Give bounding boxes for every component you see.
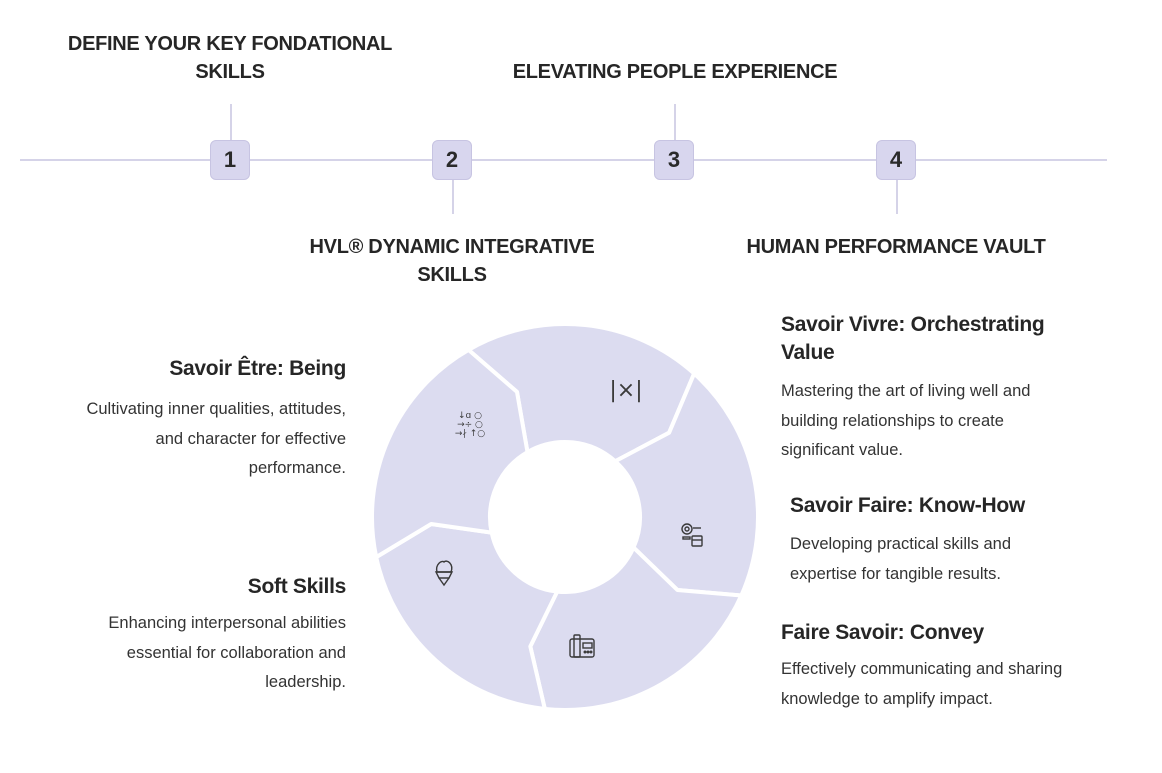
savoir-faire-desc-line2: expertise for tangible results. bbox=[790, 564, 1001, 583]
step-1-connector bbox=[230, 104, 232, 140]
cycle-segment bbox=[374, 522, 560, 711]
soft-skills-block: Soft Skills Enhancing interpersonal abil… bbox=[30, 573, 346, 698]
savoir-etre-desc-line2: and character for effective bbox=[155, 429, 346, 448]
step-4-title: HUMAN PERFORMANCE VAULT bbox=[686, 233, 1106, 261]
step-3-badge: 3 bbox=[654, 140, 694, 180]
cycle-segment bbox=[613, 371, 760, 598]
step-4-connector bbox=[896, 180, 898, 214]
ice-cream-icon bbox=[434, 560, 454, 587]
step-4-badge: 4 bbox=[876, 140, 916, 180]
savoir-faire-title: Savoir Faire: Know-How bbox=[790, 494, 1025, 517]
fraction-icon: |×| bbox=[609, 378, 642, 403]
savoir-vivre-title: Savoir Vivre: Orchestrating Value bbox=[781, 311, 1141, 367]
savoir-faire-desc-line1: Developing practical skills and bbox=[790, 535, 1012, 553]
soft-skills-title: Soft Skills bbox=[247, 575, 347, 598]
savoir-faire-desc: Developing practical skills and expertis… bbox=[790, 530, 1140, 589]
timeline-line bbox=[20, 159, 1107, 161]
step-1-title-line2: SKILLS bbox=[195, 61, 265, 83]
savoir-vivre-desc-line2: building relationships to create bbox=[781, 411, 1004, 430]
faire-savoir-desc: Effectively communicating and sharing kn… bbox=[781, 655, 1141, 714]
savoir-etre-title: Savoir Être: Being bbox=[169, 357, 346, 380]
step-2-title-line2: SKILLS bbox=[417, 264, 487, 286]
svg-text:→∤ ↑○: →∤ ↑○ bbox=[455, 429, 485, 439]
cycle-diagram: ↓ɑ ○ →÷ ○ →∤ ↑○ |×| bbox=[370, 322, 760, 712]
cycle-segment bbox=[528, 545, 744, 712]
fax-machine-icon bbox=[569, 634, 595, 658]
savoir-vivre-desc: Mastering the art of living well and bui… bbox=[781, 377, 1141, 466]
step-1-title-line1: DEFINE YOUR KEY FONDATIONAL bbox=[67, 33, 393, 55]
faire-savoir-title: Faire Savoir: Convey bbox=[781, 621, 984, 644]
step-2-connector bbox=[452, 180, 454, 214]
tools-icon bbox=[681, 523, 703, 547]
svg-text:↓ɑ ○: ↓ɑ ○ bbox=[458, 411, 482, 421]
step-3-title: ELEVATING PEOPLE EXPERIENCE bbox=[465, 58, 885, 86]
savoir-etre-desc-line1: Cultivating inner qualities, attitudes, bbox=[86, 400, 346, 418]
soft-skills-desc-line1: Enhancing interpersonal abilities bbox=[108, 614, 346, 632]
step-1-badge: 1 bbox=[210, 140, 250, 180]
faire-savoir-desc-line1: Effectively communicating and sharing bbox=[781, 660, 1063, 678]
faire-savoir-block: Faire Savoir: Convey Effectively communi… bbox=[781, 619, 1141, 714]
soft-skills-desc-line3: leadership. bbox=[265, 673, 346, 691]
savoir-faire-block: Savoir Faire: Know-How Developing practi… bbox=[790, 492, 1140, 589]
faire-savoir-desc-line2: knowledge to amplify impact. bbox=[781, 689, 993, 708]
savoir-vivre-block: Savoir Vivre: Orchestrating Value Master… bbox=[781, 311, 1141, 466]
step-2-title-line1: HVL® DYNAMIC INTEGRATIVE bbox=[309, 236, 595, 258]
step-2-title: HVL® DYNAMIC INTEGRATIVE SKILLS bbox=[242, 233, 662, 289]
savoir-vivre-title-line1: Savoir Vivre: Orchestrating bbox=[781, 313, 1045, 336]
values-exchange-icon: ↓ɑ ○ →÷ ○ →∤ ↑○ bbox=[455, 411, 485, 439]
savoir-etre-block: Savoir Être: Being Cultivating inner qua… bbox=[30, 355, 346, 484]
savoir-etre-desc: Cultivating inner qualities, attitudes, … bbox=[30, 395, 346, 484]
step-2-badge: 2 bbox=[432, 140, 472, 180]
soft-skills-desc-line2: essential for collaboration and bbox=[126, 643, 346, 662]
soft-skills-desc: Enhancing interpersonal abilities essent… bbox=[30, 609, 346, 698]
step-3-title-line1: ELEVATING PEOPLE EXPERIENCE bbox=[512, 61, 838, 83]
svg-text:→÷ ○: →÷ ○ bbox=[457, 420, 483, 430]
savoir-vivre-desc-line3: significant value. bbox=[781, 441, 903, 459]
savoir-etre-desc-line3: performance. bbox=[248, 459, 346, 477]
cycle-segment bbox=[370, 347, 530, 560]
step-3-connector bbox=[674, 104, 676, 140]
savoir-vivre-desc-line1: Mastering the art of living well and bbox=[781, 382, 1031, 400]
svg-text:|×|: |×| bbox=[609, 378, 642, 403]
step-1-title: DEFINE YOUR KEY FONDATIONAL SKILLS bbox=[20, 30, 440, 86]
step-4-title-line1: HUMAN PERFORMANCE VAULT bbox=[746, 236, 1046, 258]
savoir-vivre-title-line2: Value bbox=[781, 341, 835, 364]
